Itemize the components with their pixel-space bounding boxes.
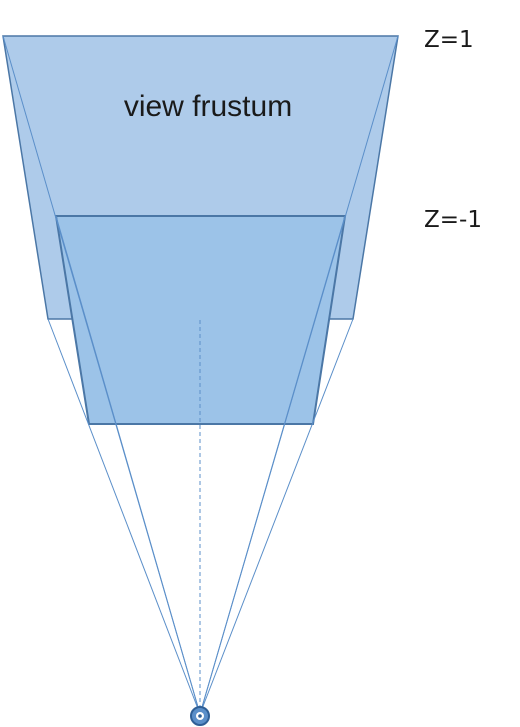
far-plane-label: Z=1 [424,27,474,53]
ray-far-bottom-left [47,318,201,715]
eye-icon [190,706,210,726]
near-plane-label: Z=-1 [424,207,482,233]
diagram-title: view frustum [124,90,292,123]
ray-near-top-left [55,215,201,715]
view-rays [2,35,399,715]
ray-near-top-right [199,215,346,715]
ray-far-bottom-right [199,318,354,715]
